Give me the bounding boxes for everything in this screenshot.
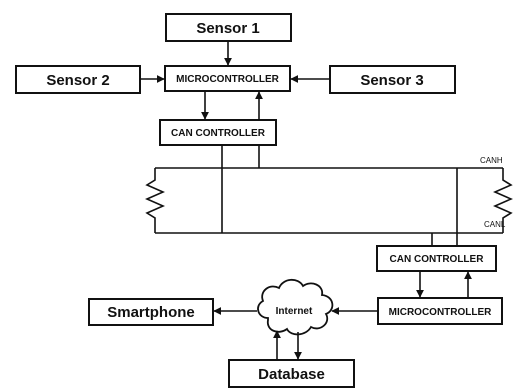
smartphone-node: Smartphone: [88, 298, 214, 326]
canl-label: CANL: [484, 220, 506, 229]
internet-cloud: Internet: [257, 278, 334, 336]
can-controller-bottom-label: CAN CONTROLLER: [390, 254, 485, 265]
canh-label: CANH: [480, 156, 503, 165]
can-bus: CANH CANL: [145, 156, 513, 234]
can-controller-top-label: CAN CONTROLLER: [171, 128, 266, 139]
microcontroller-top-label: MICROCONTROLLER: [176, 74, 280, 85]
sensor-2-label: Sensor 2: [46, 72, 109, 89]
database-label: Database: [258, 366, 325, 383]
can-controller-top-node: CAN CONTROLLER: [159, 119, 277, 146]
sensor-2-node: Sensor 2: [15, 65, 141, 94]
smartphone-label: Smartphone: [107, 304, 195, 321]
right-termination-resistor: [493, 168, 513, 233]
left-termination-resistor: [145, 168, 165, 233]
sensor-3-label: Sensor 3: [360, 72, 423, 89]
database-node: Database: [228, 359, 355, 388]
sensor-3-node: Sensor 3: [329, 65, 456, 94]
can-controller-bottom-node: CAN CONTROLLER: [376, 245, 497, 272]
internet-label: Internet: [276, 306, 313, 317]
sensor-1-label: Sensor 1: [196, 20, 259, 37]
microcontroller-bottom-label: MICROCONTROLLER: [389, 307, 493, 318]
sensor-1-node: Sensor 1: [165, 13, 292, 42]
microcontroller-bottom-node: MICROCONTROLLER: [377, 297, 503, 325]
microcontroller-top-node: MICROCONTROLLER: [164, 65, 291, 92]
